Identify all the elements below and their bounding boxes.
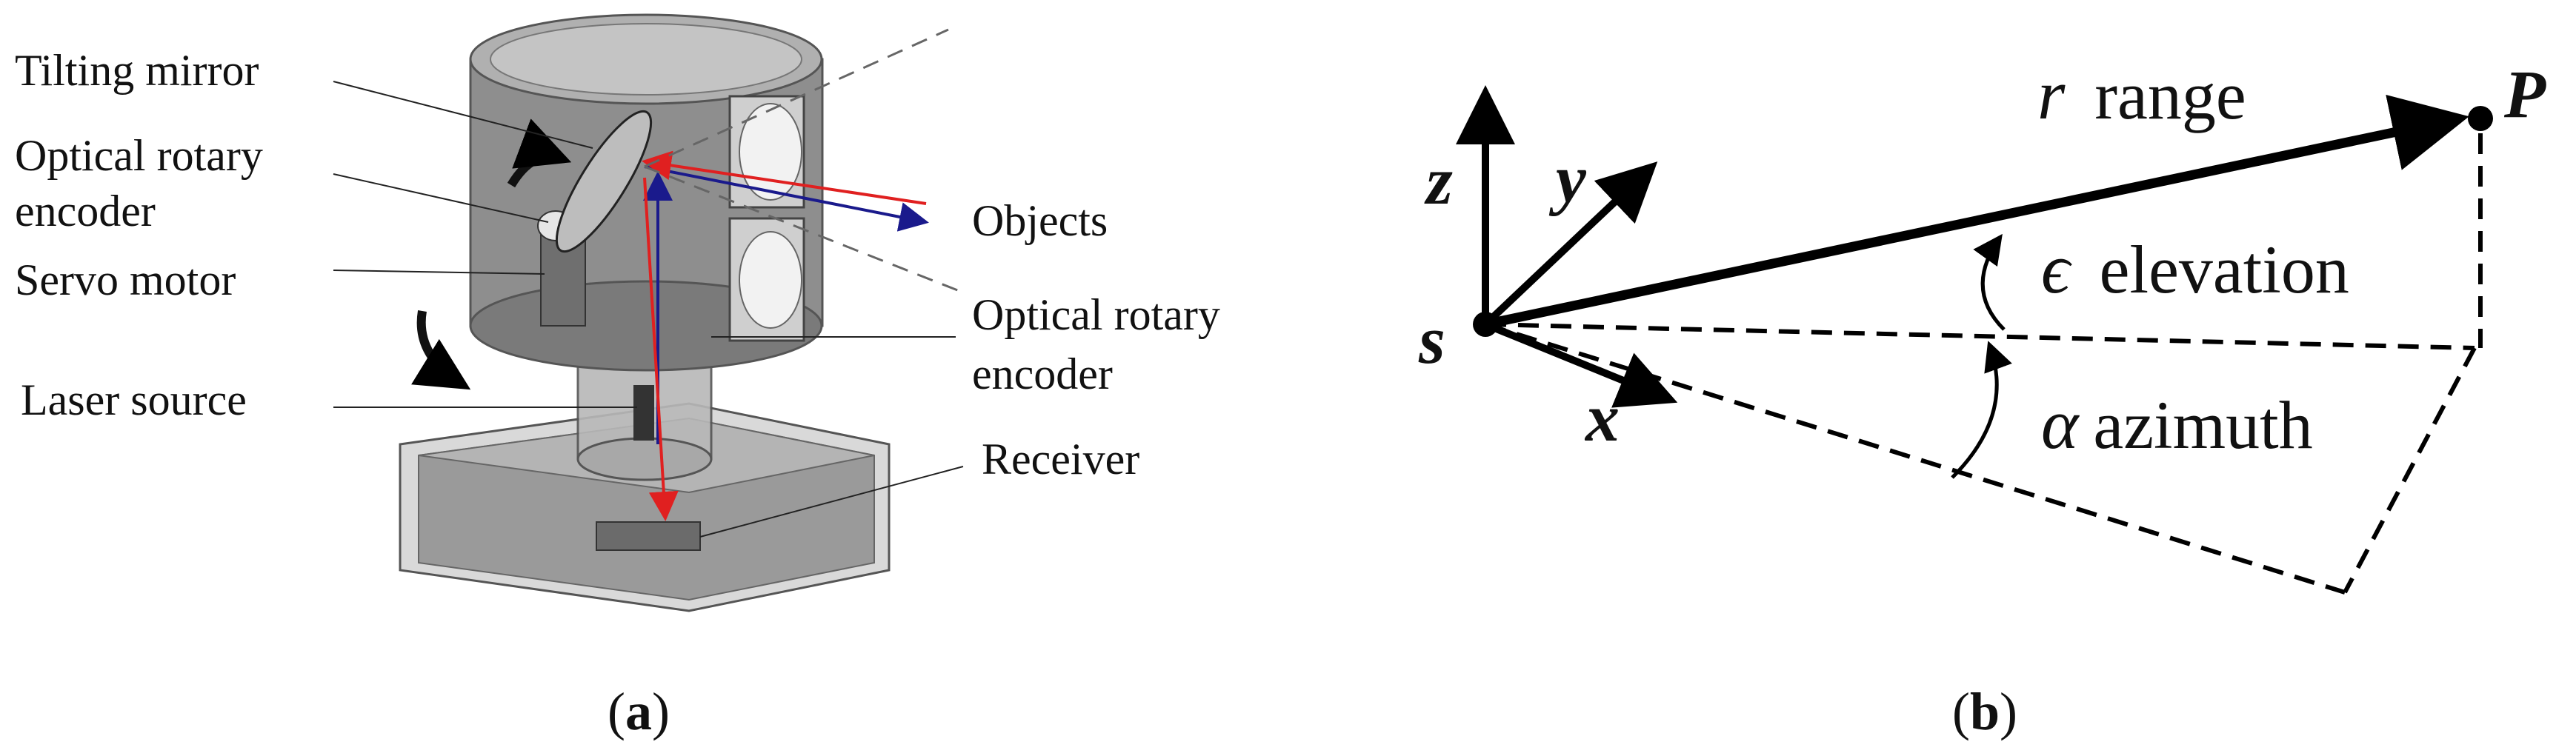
label-encoder-top-line2: encoder <box>15 187 156 235</box>
label-tilting-mirror: Tilting mirror <box>15 46 259 95</box>
label-encoder-right-line2: encoder <box>972 349 1113 398</box>
label-receiver: Receiver <box>982 435 1139 484</box>
caption-b: (b) <box>1952 682 2017 741</box>
azimuth-arc <box>1951 341 2012 479</box>
label-objects: Objects <box>972 196 1108 245</box>
sight-line-upper <box>644 28 949 168</box>
label-origin-s: s <box>1418 302 1445 378</box>
laser-source-block <box>633 385 654 441</box>
label-axis-x: x <box>1584 380 1620 455</box>
label-point-p: P <box>2503 56 2546 132</box>
label-axis-y: y <box>1548 141 1587 216</box>
receiver-plate <box>596 521 701 551</box>
mirror-rotation-arrow <box>507 118 572 188</box>
caption-a: (a) <box>608 682 670 741</box>
panel-a: Tilting mirror Optical rotary encoder Se… <box>15 13 1220 741</box>
head-rotation-arrow <box>411 310 471 390</box>
x-axis <box>1484 321 1678 408</box>
projection-lines <box>1485 133 2483 595</box>
label-encoder-right-line1: Optical rotary <box>972 290 1220 339</box>
tilting-mirror <box>555 110 653 253</box>
label-servo-motor: Servo motor <box>15 255 236 304</box>
rotating-head <box>469 13 824 372</box>
laser-beams <box>642 150 929 521</box>
origin-point <box>1473 312 1498 337</box>
sight-line-lower <box>644 165 964 294</box>
target-point <box>2468 106 2493 131</box>
label-axis-z: z <box>1424 143 1453 218</box>
range-vector <box>1484 94 2469 330</box>
leader-lines <box>333 81 964 538</box>
label-laser-source: Laser source <box>21 375 247 424</box>
y-axis <box>1482 161 1658 327</box>
elevation-arc <box>1973 233 2006 331</box>
label-encoder-top-line1: Optical rotary <box>15 131 263 180</box>
